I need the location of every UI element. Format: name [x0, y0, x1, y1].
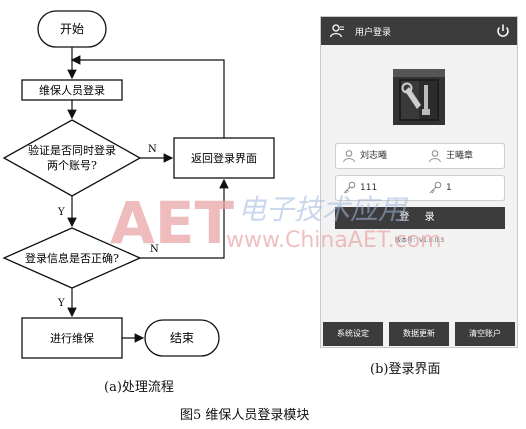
- power-icon[interactable]: [495, 23, 511, 39]
- password-row: 111 1: [335, 175, 505, 201]
- elevator-logo-icon: [393, 69, 445, 125]
- maintenance-node: [21, 317, 123, 359]
- data-update-button[interactable]: 数据更新: [389, 322, 449, 346]
- user-icon: [429, 150, 441, 163]
- return-login-node: [173, 137, 275, 179]
- arrow-return-to-login: [70, 55, 225, 138]
- end-label: 结束: [170, 331, 194, 345]
- check-login-info-label: 登录信息是否正确?: [25, 251, 119, 265]
- login-screen: 用户登录 刘志曦 王曦章 111: [320, 16, 518, 348]
- user-row: 刘志曦 王曦章: [335, 143, 505, 169]
- check-dual-login-label-2: 两个账号?: [47, 159, 97, 172]
- system-settings-button[interactable]: 系统设定: [323, 322, 383, 346]
- password-2-value[interactable]: 1: [446, 183, 452, 193]
- version-text: 版本号：V1.0.0.3: [395, 237, 445, 244]
- bottom-toolbar: 系统设定 数据更新 清空账户: [321, 322, 517, 346]
- no-label-1: N: [148, 144, 157, 155]
- login-button[interactable]: 登 录: [335, 207, 505, 229]
- check-dual-login-node: [2, 119, 142, 197]
- check-dual-login-label-1: 验证是否同时登录: [28, 143, 116, 157]
- figure-caption: 图5 维保人员登录模块: [180, 408, 310, 423]
- no-label-2: N: [150, 244, 159, 255]
- start-label: 开始: [60, 22, 84, 36]
- user-2-value[interactable]: 王曦章: [446, 151, 474, 161]
- maintenance-label: 进行维保: [50, 331, 94, 345]
- user-icon: [343, 150, 355, 163]
- arrow-verify-to-return: [140, 178, 229, 259]
- password-1-value[interactable]: 111: [360, 183, 378, 193]
- user-1-value[interactable]: 刘志曦: [360, 151, 388, 161]
- yes-label-1: Y: [57, 207, 65, 218]
- header-title: 用户登录: [355, 28, 392, 38]
- login-label: 维保人员登录: [39, 83, 105, 97]
- caption-left: (a)处理流程: [104, 380, 174, 395]
- user-icon: [329, 24, 344, 38]
- yes-label-2: Y: [57, 298, 65, 309]
- clear-account-button[interactable]: 清空账户: [455, 322, 515, 346]
- key-icon: [429, 181, 442, 194]
- end-node: [144, 319, 220, 357]
- login-header: 用户登录: [321, 17, 517, 45]
- return-login-label: 返回登录界面: [191, 151, 257, 165]
- caption-right: (b)登录界面: [370, 362, 441, 377]
- key-icon: [343, 181, 356, 194]
